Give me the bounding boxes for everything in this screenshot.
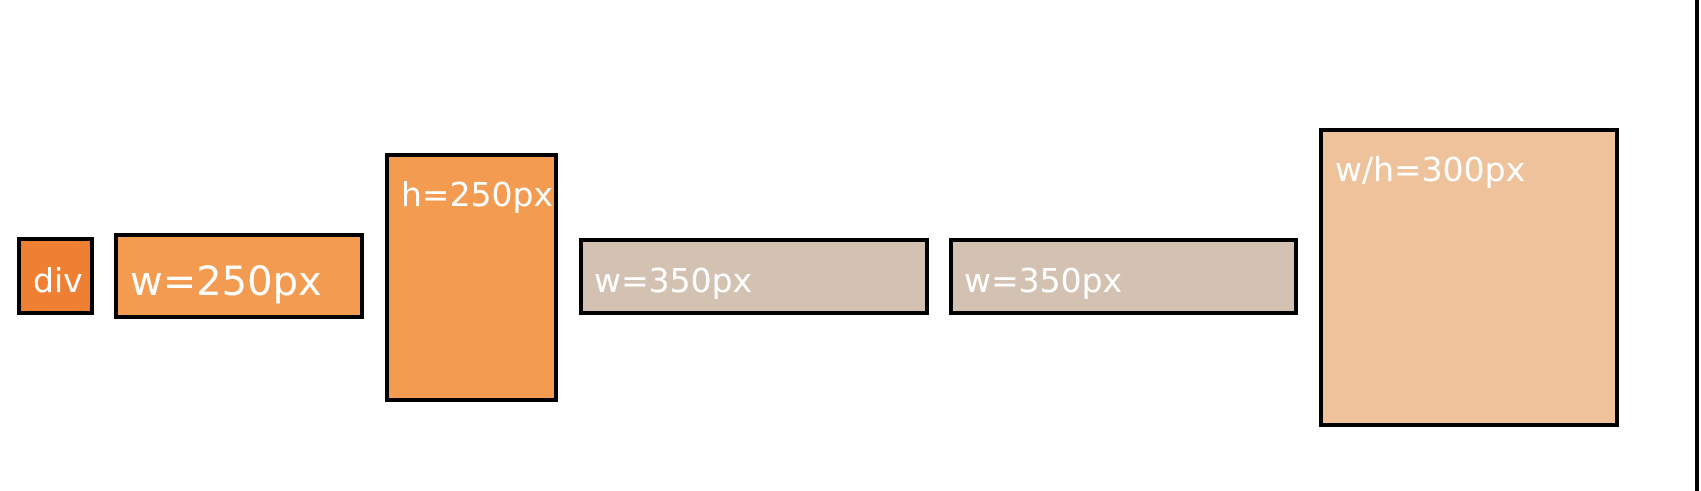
width-250-box-label: w=250px (130, 259, 322, 305)
right-edge-divider (1695, 0, 1699, 491)
width-350-box-second-label: w=350px (964, 261, 1123, 300)
width-350-box-second: w=350px (949, 238, 1298, 315)
width-250-box: w=250px (114, 233, 364, 319)
width-350-box-first-label: w=350px (594, 261, 753, 300)
height-250-box-label: h=250px (401, 175, 554, 214)
div-box-label: div (33, 261, 83, 300)
div-box: div (17, 237, 94, 315)
width-350-box-first: w=350px (579, 238, 929, 315)
width-height-300-box: w/h=300px (1319, 128, 1619, 427)
width-height-300-box-label: w/h=300px (1335, 150, 1526, 189)
height-250-box: h=250px (385, 153, 558, 402)
